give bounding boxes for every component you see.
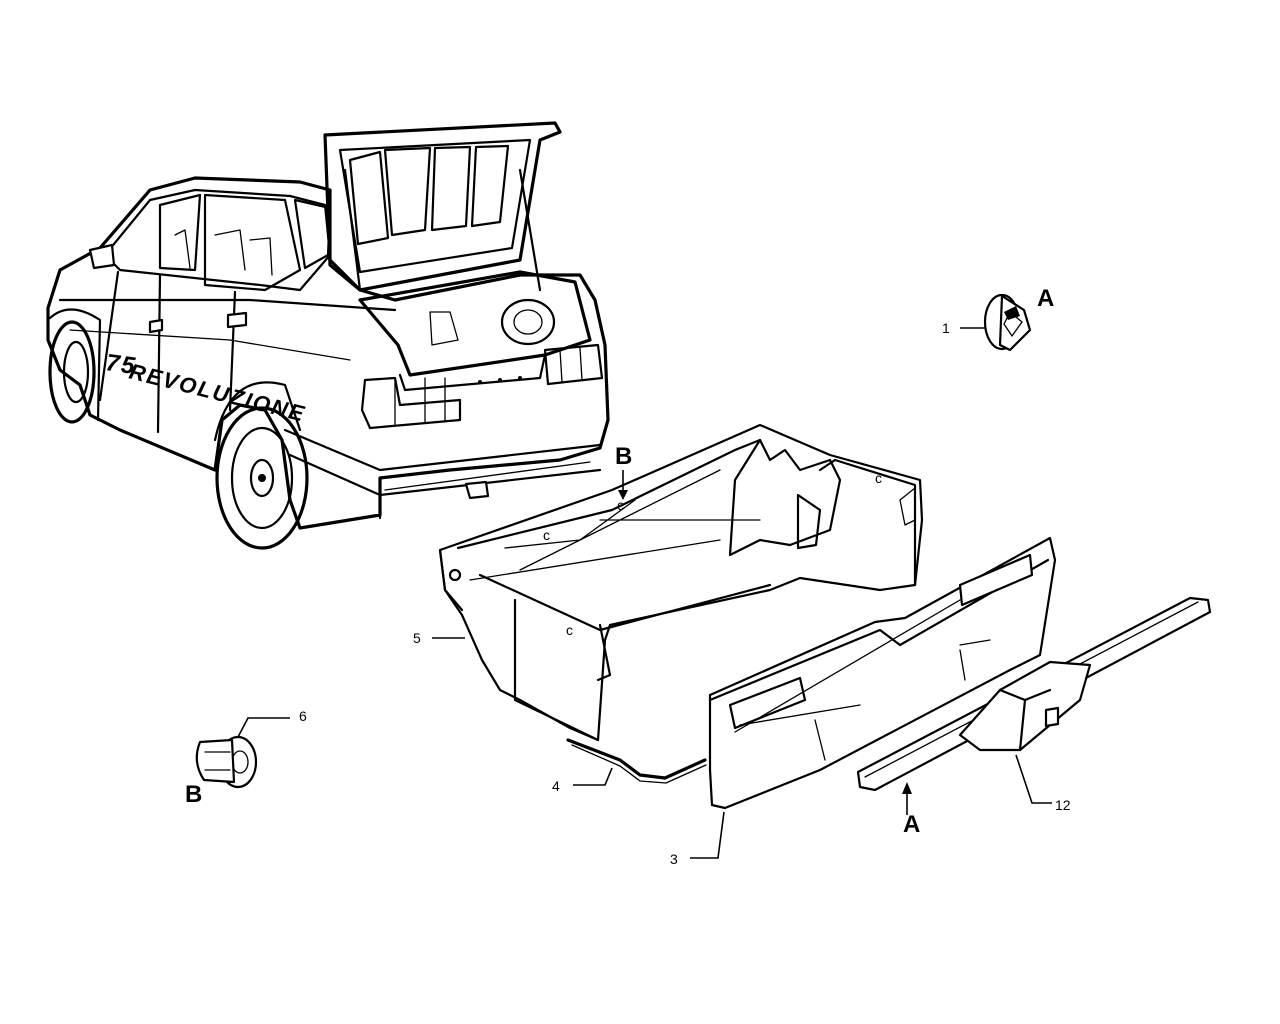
mark-c1: c bbox=[617, 497, 624, 513]
detail-ref-b-plug: B bbox=[185, 781, 202, 808]
mark-c3: c bbox=[566, 622, 573, 638]
mark-c2: c bbox=[543, 527, 550, 543]
decal-text: REVOLUZIONE bbox=[127, 359, 309, 427]
callout-part-1: 1 bbox=[942, 320, 950, 336]
callout-part-12: 12 bbox=[1055, 797, 1071, 813]
part-6-plug bbox=[195, 717, 290, 789]
part-12-rail bbox=[856, 596, 1212, 815]
part-3-rear-panel bbox=[690, 536, 1057, 859]
mark-c4: c bbox=[875, 470, 882, 486]
model-badge: 75 bbox=[104, 349, 138, 380]
car-illustration: 75 REVOLUZIONE bbox=[46, 121, 610, 550]
detail-ref-a-sill: A bbox=[903, 811, 920, 838]
b-tray-arrow bbox=[618, 470, 628, 500]
part-1-clip bbox=[960, 293, 1032, 352]
detail-ref-a-clip: A bbox=[1037, 285, 1054, 312]
callout-part-3: 3 bbox=[670, 851, 678, 867]
detail-ref-b-tray: B bbox=[615, 443, 632, 470]
callout-part-4: 4 bbox=[552, 778, 560, 794]
callout-part-5: 5 bbox=[413, 630, 421, 646]
part-4-seal bbox=[566, 738, 707, 786]
part-5-boot-tray: c c c c bbox=[432, 423, 924, 742]
callout-part-6: 6 bbox=[299, 708, 307, 724]
